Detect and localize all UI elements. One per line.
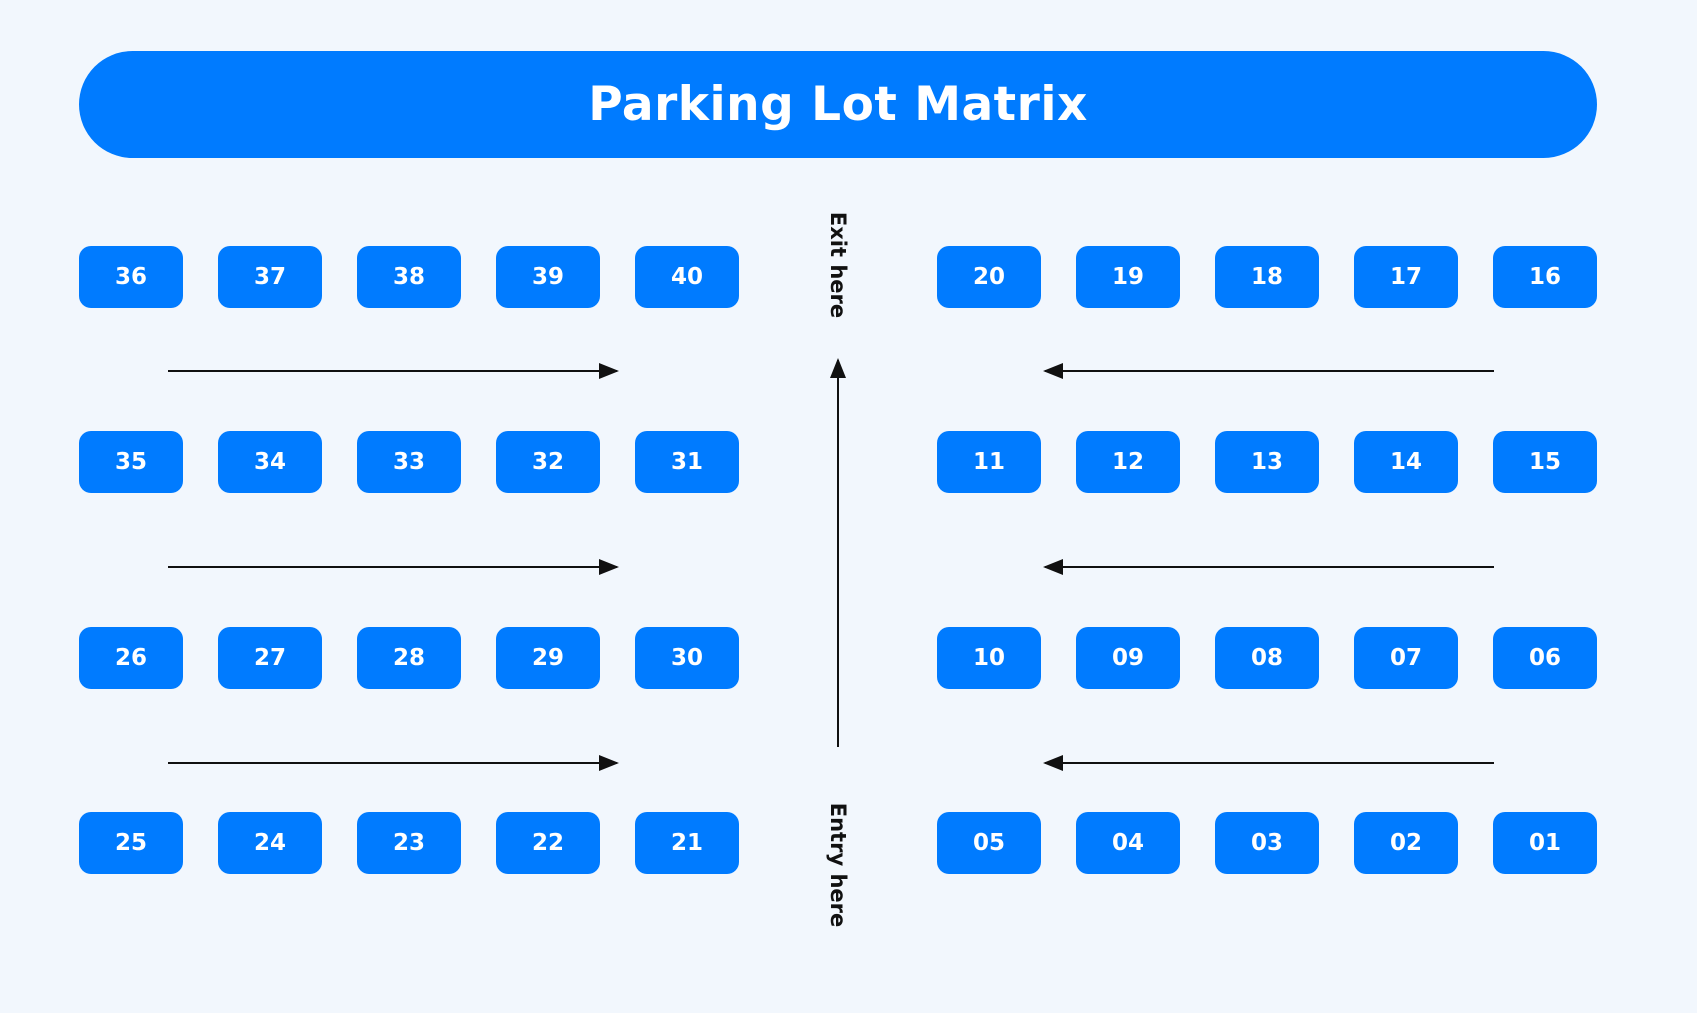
parking-slot[interactable]: 02: [1354, 812, 1458, 874]
parking-slot[interactable]: 39: [496, 246, 600, 308]
parking-slot[interactable]: 14: [1354, 431, 1458, 493]
parking-slot[interactable]: 03: [1215, 812, 1319, 874]
title-banner: Parking Lot Matrix: [79, 51, 1597, 158]
parking-slot[interactable]: 26: [79, 627, 183, 689]
parking-slot[interactable]: 17: [1354, 246, 1458, 308]
parking-slot[interactable]: 37: [218, 246, 322, 308]
parking-slot[interactable]: 31: [635, 431, 739, 493]
parking-slot[interactable]: 12: [1076, 431, 1180, 493]
parking-slot[interactable]: 24: [218, 812, 322, 874]
parking-slot[interactable]: 28: [357, 627, 461, 689]
parking-slot[interactable]: 11: [937, 431, 1041, 493]
parking-slot[interactable]: 27: [218, 627, 322, 689]
parking-slot[interactable]: 13: [1215, 431, 1319, 493]
parking-slot[interactable]: 40: [635, 246, 739, 308]
parking-slot[interactable]: 34: [218, 431, 322, 493]
parking-slot[interactable]: 06: [1493, 627, 1597, 689]
page-title: Parking Lot Matrix: [588, 77, 1088, 132]
parking-slot[interactable]: 10: [937, 627, 1041, 689]
parking-slot[interactable]: 38: [357, 246, 461, 308]
parking-slot[interactable]: 30: [635, 627, 739, 689]
parking-slot[interactable]: 04: [1076, 812, 1180, 874]
parking-slot[interactable]: 36: [79, 246, 183, 308]
parking-slot[interactable]: 07: [1354, 627, 1458, 689]
parking-slot[interactable]: 15: [1493, 431, 1597, 493]
parking-slot[interactable]: 08: [1215, 627, 1319, 689]
parking-slot[interactable]: 21: [635, 812, 739, 874]
parking-slot[interactable]: 35: [79, 431, 183, 493]
parking-slot[interactable]: 01: [1493, 812, 1597, 874]
parking-slot[interactable]: 19: [1076, 246, 1180, 308]
parking-slot[interactable]: 32: [496, 431, 600, 493]
parking-slot[interactable]: 33: [357, 431, 461, 493]
parking-slot[interactable]: 22: [496, 812, 600, 874]
parking-slot[interactable]: 16: [1493, 246, 1597, 308]
parking-slot[interactable]: 20: [937, 246, 1041, 308]
parking-slot[interactable]: 09: [1076, 627, 1180, 689]
parking-slot[interactable]: 05: [937, 812, 1041, 874]
parking-slot[interactable]: 25: [79, 812, 183, 874]
parking-slot[interactable]: 29: [496, 627, 600, 689]
parking-slot[interactable]: 18: [1215, 246, 1319, 308]
parking-slot[interactable]: 23: [357, 812, 461, 874]
